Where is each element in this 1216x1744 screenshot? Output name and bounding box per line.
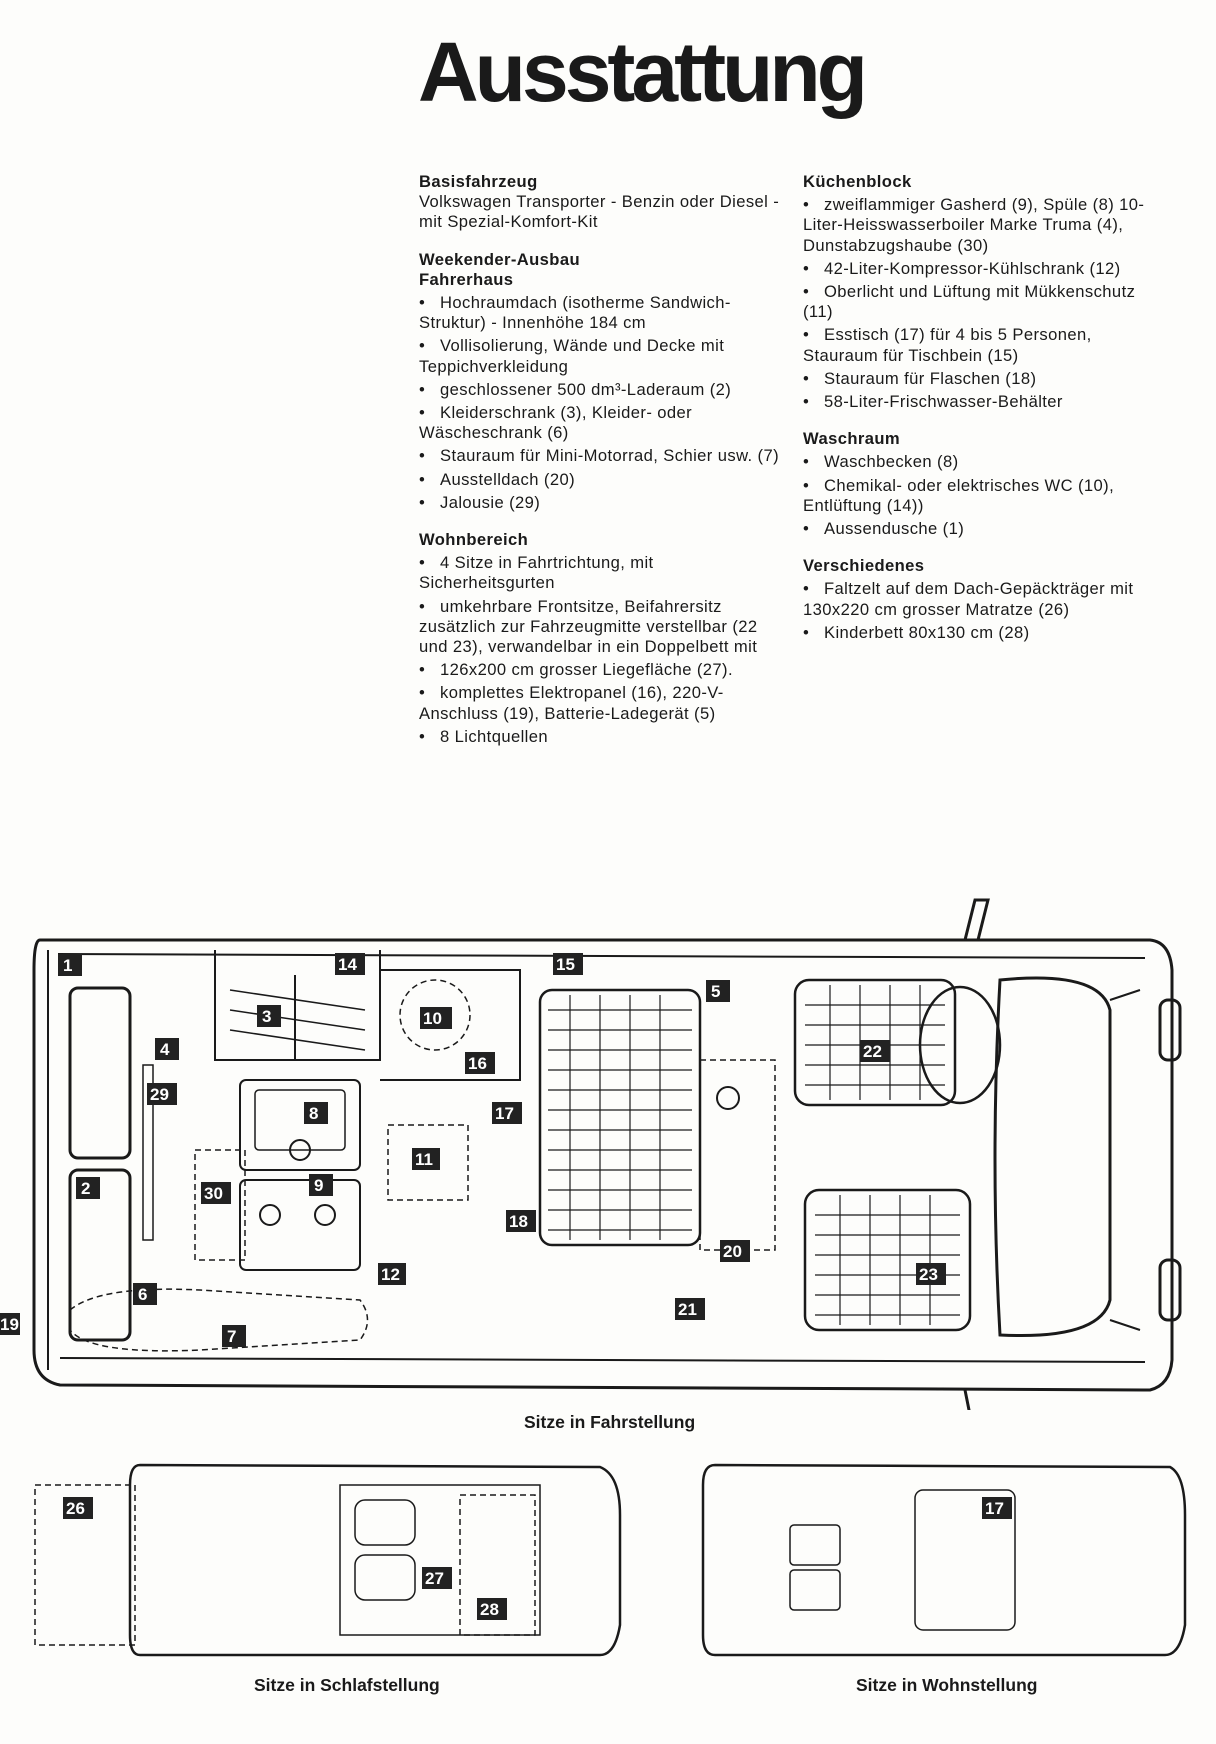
section-subheading: Fahrerhaus — [419, 269, 514, 289]
svg-text:2: 2 — [81, 1179, 90, 1198]
svg-text:17: 17 — [495, 1104, 514, 1123]
spec-bullet-item: Jalousie (29) — [419, 493, 791, 513]
section-heading: Waschraum — [803, 429, 901, 449]
spec-bullet-item: Vollisolierung, Wände und Decke mit Tepp… — [419, 336, 791, 376]
svg-text:7: 7 — [227, 1327, 236, 1346]
section-paragraph: Volkswagen Transporter - Benzin oder Die… — [419, 192, 780, 232]
caption-main-plan: Sitze in Fahrstellung — [524, 1412, 696, 1432]
page-title: Ausstattung — [418, 25, 868, 119]
svg-text:9: 9 — [314, 1176, 323, 1195]
plan-number-labels: 1 2 3 4 5 6 7 8 9 10 11 12 14 15 16 17 1… — [0, 953, 946, 1347]
svg-text:16: 16 — [468, 1054, 487, 1073]
spec-bullet-item: zweiflammiger Gasherd (9), Spüle (8) 10-… — [803, 195, 1168, 256]
svg-text:17: 17 — [985, 1499, 1004, 1518]
svg-text:6: 6 — [138, 1285, 147, 1304]
spec-section: VerschiedenesFaltzelt auf dem Dach-Gepäc… — [803, 556, 1168, 643]
svg-text:15: 15 — [556, 955, 575, 974]
svg-text:5: 5 — [711, 982, 720, 1001]
svg-text:11: 11 — [415, 1150, 433, 1169]
spec-bullet-item: Kleiderschrank (3), Kleider- oder Wäsche… — [419, 403, 791, 443]
floor-plan-small: 26 27 28 17 — [34, 1463, 1187, 1657]
spec-section: Wohnbereich 4 Sitze in Fahrtrichtung, mit… — [419, 530, 791, 747]
caption-living-plan: Sitze in Wohnstellung — [856, 1675, 1038, 1695]
spec-bullet-item: 8 Lichtquellen — [419, 727, 791, 747]
spec-bullet-item: Chemikal- oder elektrisches WC (10), Ent… — [803, 476, 1168, 516]
spec-bullet-item: Stauraum für Mini-Motorrad, Schier usw. … — [419, 446, 791, 466]
svg-text:21: 21 — [678, 1300, 697, 1319]
spec-bullet-item: Kinderbett 80x130 cm (28) — [803, 623, 1168, 643]
spec-bullet-item: Stauraum für Flaschen (18) — [803, 369, 1168, 389]
svg-text:28: 28 — [480, 1600, 499, 1619]
section-heading: Wohnbereich — [419, 530, 529, 550]
svg-text:30: 30 — [204, 1184, 223, 1203]
spec-bullet-item: geschlossener 500 dm³-Laderaum (2) — [419, 380, 791, 400]
spec-bullet-item: Faltzelt auf dem Dach-Gepäckträger mit 1… — [803, 579, 1168, 619]
section-heading: Küchenblock — [803, 172, 912, 191]
floor-plan-main: 1 2 3 4 5 6 7 8 9 10 11 12 14 15 16 17 1… — [0, 898, 1182, 1410]
svg-text:3: 3 — [262, 1007, 271, 1026]
spec-bullet-item: 58-Liter-Frischwasser-Behälter — [803, 392, 1168, 412]
svg-text:4: 4 — [160, 1040, 170, 1059]
spec-bullet-item: 42-Liter-Kompressor-Kühlschrank (12) — [803, 259, 1168, 279]
spec-bullet-item: komplettes Elektropanel (16), 220-V-Ansc… — [419, 683, 791, 723]
svg-text:1: 1 — [63, 956, 72, 975]
svg-text:12: 12 — [381, 1265, 400, 1284]
spec-section: Küchenblock zweiflammiger Gasherd (9), Sp… — [803, 172, 1168, 412]
spec-bullet-item: Waschbecken (8) — [803, 452, 1168, 472]
spec-column-right: Küchenblock zweiflammiger Gasherd (9), Sp… — [803, 172, 1168, 660]
svg-text:20: 20 — [723, 1242, 742, 1261]
svg-text:10: 10 — [423, 1009, 442, 1028]
spec-bullet-item: 4 Sitze in Fahrtrichtung, mit Sicherheit… — [419, 553, 791, 593]
caption-sleep-plan: Sitze in Schlafstellung — [254, 1675, 440, 1695]
spec-section: Weekender-AusbauFahrerhausHochraumdach (… — [419, 250, 791, 513]
section-heading: Weekender-Ausbau — [419, 249, 581, 269]
section-heading: Basisfahrzeug — [419, 172, 538, 191]
svg-text:19: 19 — [0, 1315, 19, 1334]
spec-section: WaschraumWaschbecken (8) Chemikal- oder e… — [803, 429, 1168, 539]
spec-bullet-item: Esstisch (17) für 4 bis 5 Personen, Stau… — [803, 325, 1168, 365]
section-heading: Verschiedenes — [803, 556, 925, 576]
spec-bullet-item: 126x200 cm grosser Liegefläche (27). — [419, 660, 791, 680]
svg-text:18: 18 — [509, 1212, 528, 1231]
svg-text:22: 22 — [863, 1042, 882, 1061]
svg-text:26: 26 — [66, 1499, 85, 1518]
svg-text:27: 27 — [425, 1569, 444, 1588]
spec-bullet-item: Hochraumdach (isotherme Sandwich-Struktu… — [419, 293, 791, 333]
svg-text:29: 29 — [150, 1085, 169, 1104]
svg-text:23: 23 — [919, 1265, 938, 1284]
spec-bullet-item: Oberlicht und Lüftung mit Mükkenschutz (… — [803, 282, 1168, 322]
spec-bullet-item: Ausstelldach (20) — [419, 470, 791, 490]
spec-bullet-item: umkehrbare Frontsitze, Beifahrersitz zus… — [419, 597, 791, 658]
svg-text:14: 14 — [338, 955, 357, 974]
svg-text:8: 8 — [309, 1104, 318, 1123]
spec-bullet-item: Aussendusche (1) — [803, 519, 1168, 539]
